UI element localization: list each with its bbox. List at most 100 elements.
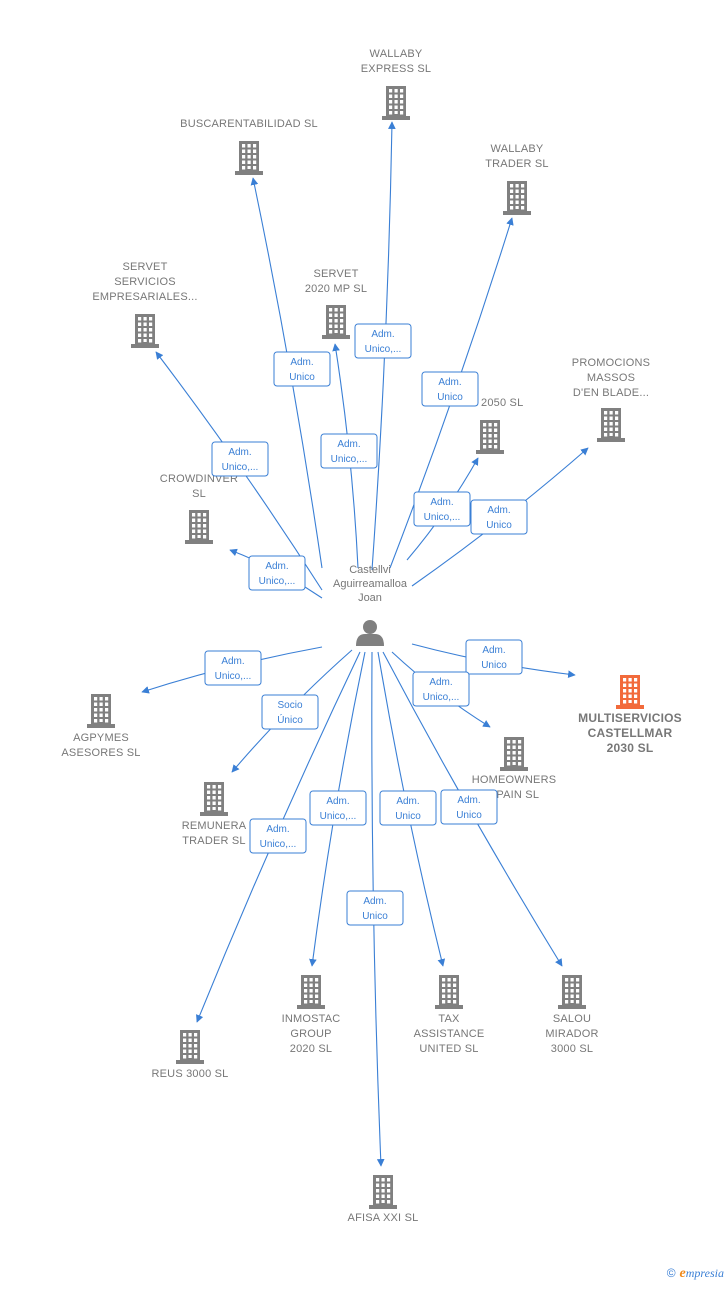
role-text: Adm.: [266, 824, 289, 835]
company-label: TRADER SL: [485, 158, 549, 170]
role-badge-crowdinver[interactable]: Adm.Unico,...: [248, 555, 306, 591]
role-badge-homeowners[interactable]: Adm. Unico,...: [412, 671, 470, 707]
building-icon: [435, 975, 463, 1009]
role-text: Unico,...: [215, 671, 252, 682]
role-text: Adm.: [290, 357, 313, 368]
role-text: Adm.: [482, 645, 505, 656]
role-text: Adm.: [429, 677, 452, 688]
role-badge-promocions-massos[interactable]: Adm.Unico: [470, 499, 528, 535]
company-label: ASSISTANCE: [414, 1028, 485, 1040]
role-badge-tax-assistance[interactable]: Adm. Unico: [379, 790, 437, 826]
role-badge-servet-2020[interactable]: Adm.Unico,...: [320, 433, 378, 469]
company-label: GROUP: [290, 1028, 331, 1040]
company-label: EXPRESS SL: [361, 63, 431, 75]
company-label: CASTELLMAR: [588, 726, 673, 740]
company-label: D'EN BLADE...: [573, 387, 649, 399]
company-label: AGPYMES: [73, 732, 129, 744]
brand-initial: e: [679, 1266, 686, 1281]
company-node-tax-assistance[interactable]: TAX ASSISTANCE UNITED SL: [414, 975, 485, 1055]
building-icon: [382, 86, 410, 120]
role-text: Unico,...: [424, 512, 461, 523]
role-text: Unico,...: [331, 454, 368, 465]
role-badge-afisa-xxi[interactable]: Adm.Unico: [346, 890, 404, 926]
building-icon: [597, 408, 625, 442]
company-label: 3000 SL: [551, 1043, 593, 1055]
company-node-buscarentabilidad[interactable]: BUSCARENTABILIDAD SL: [180, 118, 318, 175]
role-text: Unico,...: [222, 462, 259, 473]
building-icon: [322, 305, 350, 339]
company-label: TAX: [438, 1013, 460, 1025]
role-text: Unico,...: [365, 344, 402, 355]
company-label: ASESORES SL: [61, 747, 140, 759]
role-badge-wallaby-express[interactable]: Adm. Unico,...: [354, 323, 412, 359]
company-label: MIRADOR: [545, 1028, 598, 1040]
role-badge-reus-3000[interactable]: Adm. Unico,...: [249, 818, 307, 854]
building-icon: [131, 314, 159, 348]
company-label: INMOSTAC: [282, 1013, 341, 1025]
role-text: Unico,...: [423, 692, 460, 703]
role-text: Unico: [395, 811, 421, 822]
company-label: UNITED SL: [419, 1043, 478, 1055]
role-text: Unico: [437, 392, 463, 403]
role-text: Unico: [456, 810, 482, 821]
company-node-agpymes[interactable]: AGPYMES ASESORES SL: [61, 694, 140, 759]
company-label: 2020 MP SL: [305, 283, 367, 295]
building-icon: [87, 694, 115, 728]
role-badge-salou-mirador[interactable]: Adm.Unico: [440, 789, 498, 825]
brand-watermark: ©empresia: [667, 1266, 724, 1282]
company-label: MULTISERVICIOS: [578, 711, 682, 725]
role-text: Adm.: [396, 796, 419, 807]
building-icon: [176, 1030, 204, 1064]
company-label: SERVET: [122, 261, 167, 273]
company-label: BUSCARENTABILIDAD SL: [180, 118, 318, 130]
role-badge-inmostac[interactable]: Adm.Unico,...: [309, 790, 367, 826]
building-icon: [558, 975, 586, 1009]
role-text: Adm.: [265, 561, 288, 572]
company-label: EMPRESARIALES...: [92, 291, 197, 303]
role-text: Socio: [277, 700, 302, 711]
company-label: HOMEOWNERS: [472, 774, 557, 786]
building-icon: [616, 675, 644, 709]
company-node-afisa-xxi[interactable]: AFISA XXI SL: [348, 1175, 419, 1224]
role-text: Único: [277, 713, 303, 726]
person-name: Castellvi: [349, 564, 391, 576]
role-text: Unico: [486, 520, 512, 531]
role-text: Unico: [289, 372, 315, 383]
person-icon: [356, 620, 384, 646]
company-label: MASSOS: [587, 372, 635, 384]
role-badge-servet-servicios[interactable]: Adm.Unico,...: [211, 441, 269, 477]
role-badge-agpymes[interactable]: Adm. Unico,...: [204, 650, 262, 686]
building-icon: [503, 181, 531, 215]
role-badge-tax-2050[interactable]: Adm.Unico,...: [413, 491, 471, 527]
copyright-symbol: ©: [666, 1266, 676, 1280]
role-badge-buscarentabilidad[interactable]: Adm. Unico: [273, 351, 331, 387]
building-icon: [369, 1175, 397, 1209]
role-text: Unico: [481, 660, 507, 671]
role-text: Adm.: [326, 796, 349, 807]
company-node-reus-3000[interactable]: REUS 3000 SL: [152, 1030, 229, 1080]
company-node-servet-servicios[interactable]: SERVETSERVICIOSEMPRESARIALES...: [92, 261, 197, 348]
role-badge-multiservicios[interactable]: Adm. Unico: [465, 639, 523, 675]
company-label: REMUNERA: [182, 820, 247, 832]
role-badge-wallaby-trader[interactable]: Adm. Unico: [421, 371, 479, 407]
company-label: 2030 SL: [607, 741, 654, 755]
role-text: Adm.: [438, 377, 461, 388]
company-label: REUS 3000 SL: [152, 1068, 229, 1080]
role-text: Adm.: [371, 329, 394, 340]
role-text: Adm.: [221, 656, 244, 667]
role-text: Unico,...: [260, 839, 297, 850]
